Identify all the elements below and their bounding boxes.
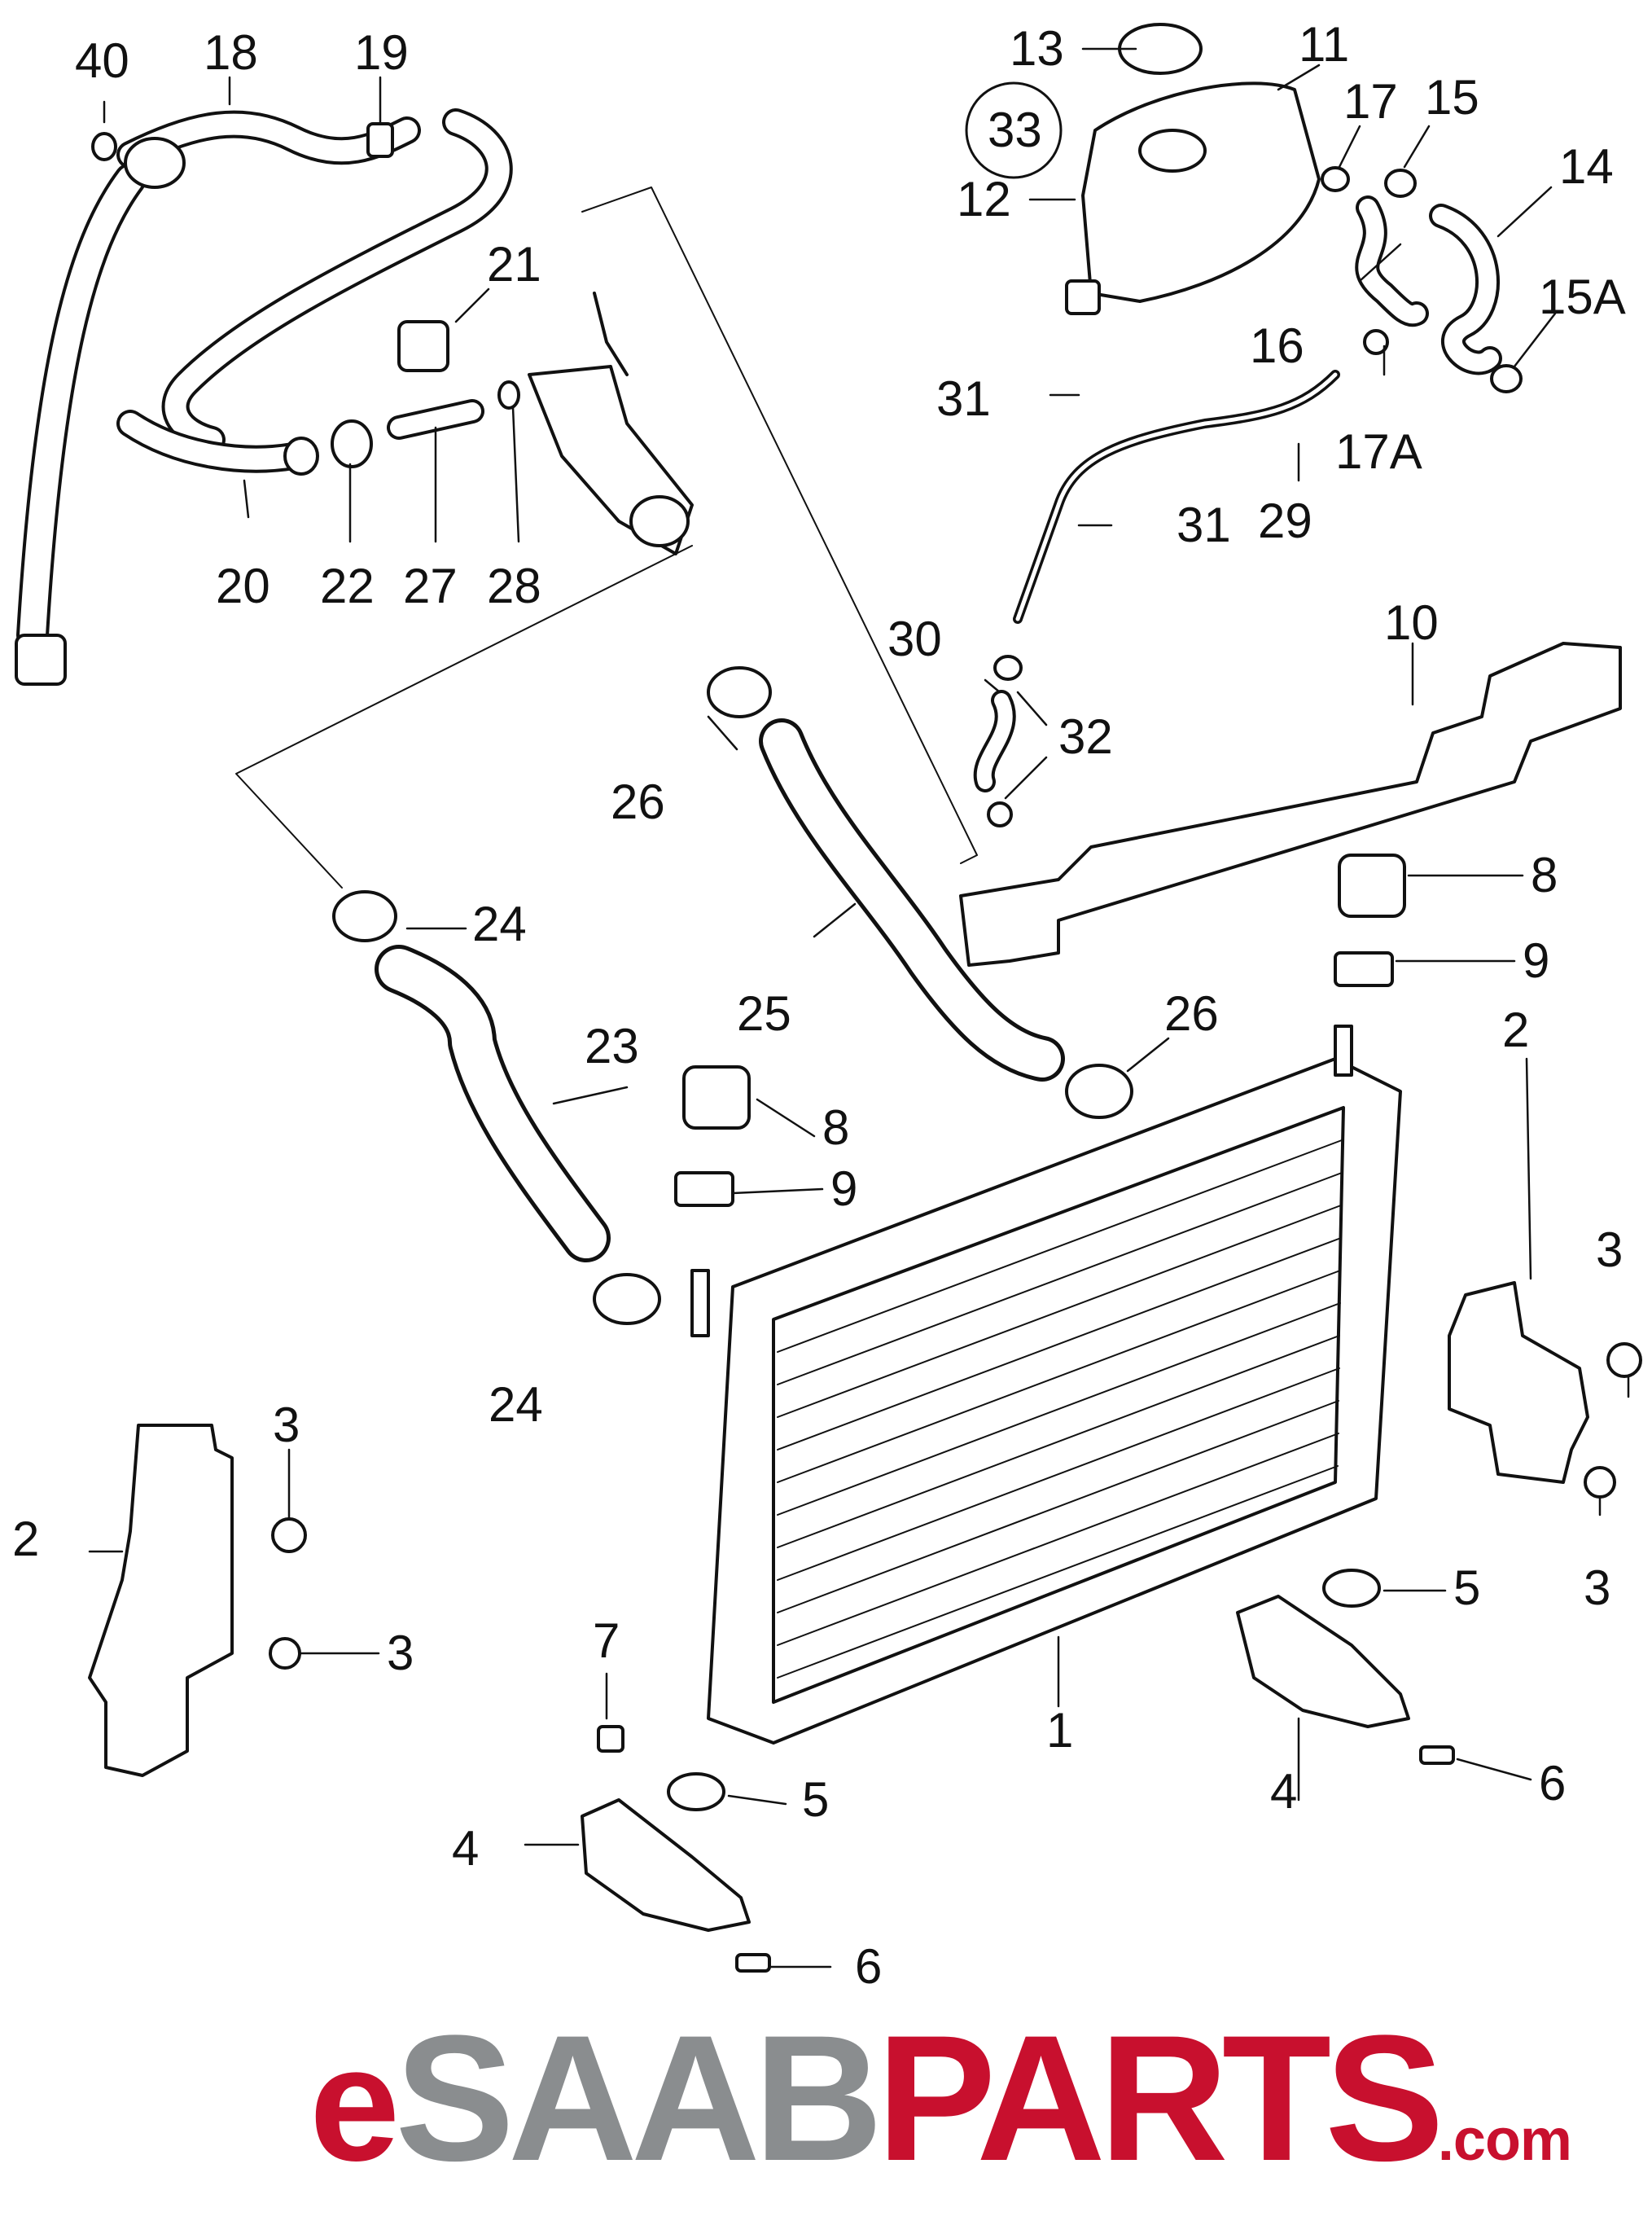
panel-2-right bbox=[1448, 1281, 1589, 1484]
callout-4-right: 4 bbox=[1270, 1764, 1298, 1819]
bracket-21 bbox=[397, 320, 449, 372]
callout-32: 32 bbox=[1058, 709, 1113, 764]
hose-18 bbox=[15, 108, 513, 686]
logo-com: .com bbox=[1437, 2108, 1572, 2173]
clamp-22 bbox=[331, 419, 373, 468]
leader-lines bbox=[88, 47, 1630, 1968]
callout-5-right: 5 bbox=[1453, 1560, 1481, 1615]
panel-2-left bbox=[88, 1424, 234, 1777]
fastener-3-c bbox=[1606, 1342, 1642, 1378]
logo-saab: SAAB bbox=[395, 1998, 883, 2198]
clamp-19 bbox=[366, 122, 394, 158]
expansion-tank bbox=[1065, 23, 1321, 315]
callout-8-left: 8 bbox=[822, 1100, 850, 1155]
fastener-3-d bbox=[1584, 1466, 1616, 1499]
o-ring-28 bbox=[497, 380, 520, 410]
clamp-24-top bbox=[332, 890, 397, 942]
mount-5-right bbox=[1322, 1569, 1381, 1608]
callout-40: 40 bbox=[75, 33, 129, 88]
group-outline bbox=[235, 187, 978, 889]
fastener-3-b bbox=[269, 1637, 301, 1670]
callout-27: 27 bbox=[403, 559, 458, 613]
callout-3-left-top: 3 bbox=[273, 1398, 300, 1452]
callout-24-bottom: 24 bbox=[489, 1377, 543, 1432]
callout-21: 21 bbox=[487, 237, 541, 292]
sensor-7 bbox=[597, 1725, 624, 1753]
clamp-26-bottom bbox=[1065, 1064, 1133, 1119]
callout-5-left: 5 bbox=[802, 1772, 830, 1827]
callout-14: 14 bbox=[1559, 139, 1614, 194]
callout-20: 20 bbox=[216, 559, 270, 613]
callout-16: 16 bbox=[1250, 318, 1304, 373]
bracket-9-left bbox=[674, 1171, 734, 1207]
hose-20 bbox=[116, 410, 319, 476]
callout-9-left: 9 bbox=[830, 1161, 858, 1216]
callout-3-right-top: 3 bbox=[1596, 1222, 1624, 1277]
mount-8-right bbox=[1338, 854, 1406, 918]
callout-2-left: 2 bbox=[12, 1512, 40, 1566]
callout-1: 1 bbox=[1046, 1703, 1074, 1758]
callout-23: 23 bbox=[585, 1019, 639, 1073]
mount-5-left bbox=[667, 1772, 725, 1811]
clamp-24-bottom bbox=[593, 1273, 661, 1325]
callout-33: 33 bbox=[988, 103, 1042, 157]
clamp-26-top bbox=[707, 666, 772, 718]
callout-31-top: 31 bbox=[936, 371, 991, 426]
callout-28: 28 bbox=[487, 559, 541, 613]
logo-parts: PARTS bbox=[876, 1998, 1444, 2198]
callout-7: 7 bbox=[593, 1613, 620, 1668]
bracket-9-right bbox=[1334, 951, 1394, 987]
callout-15: 15 bbox=[1425, 70, 1479, 125]
callout-8-right: 8 bbox=[1531, 848, 1558, 902]
callout-18: 18 bbox=[204, 25, 258, 80]
callout-22: 22 bbox=[320, 559, 375, 613]
bracket-4-right bbox=[1236, 1595, 1410, 1728]
bracket-4-left bbox=[581, 1798, 751, 1932]
logo-e: e bbox=[309, 2013, 400, 2195]
callout-6-right: 6 bbox=[1539, 1756, 1567, 1810]
fastener-3-a bbox=[271, 1517, 307, 1553]
callout-29: 29 bbox=[1258, 494, 1312, 548]
callout-9-right: 9 bbox=[1523, 933, 1550, 988]
callout-3-right-bottom: 3 bbox=[1584, 1560, 1611, 1615]
radiator-1 bbox=[690, 1025, 1402, 1745]
callout-17: 17 bbox=[1343, 74, 1398, 129]
callout-31-bottom: 31 bbox=[1177, 498, 1231, 552]
mount-8-left bbox=[682, 1065, 751, 1130]
bolt-6-left bbox=[735, 1953, 771, 1973]
thermostat-housing bbox=[528, 292, 694, 555]
esaabparts-logo: eSAABPARTS.com bbox=[309, 1995, 1572, 2198]
callout-24-top: 24 bbox=[472, 897, 527, 951]
callout-19: 19 bbox=[354, 25, 409, 80]
item-33-circle bbox=[965, 81, 1063, 179]
callout-2-right: 2 bbox=[1502, 1003, 1530, 1057]
callout-30: 30 bbox=[887, 612, 942, 666]
callout-25: 25 bbox=[737, 986, 791, 1041]
o-ring-40 bbox=[91, 132, 117, 161]
callout-26-top: 26 bbox=[611, 775, 665, 829]
callout-4-left: 4 bbox=[452, 1821, 480, 1876]
callout-26-bottom: 26 bbox=[1164, 986, 1219, 1041]
bolt-6-right bbox=[1419, 1745, 1455, 1765]
callout-17a: 17A bbox=[1335, 424, 1422, 479]
callout-15a: 15A bbox=[1539, 270, 1626, 324]
callout-12: 12 bbox=[957, 172, 1011, 226]
callout-13: 13 bbox=[1010, 21, 1064, 76]
shroud-10 bbox=[959, 642, 1622, 967]
callout-6-left: 6 bbox=[855, 1939, 883, 1994]
callout-10: 10 bbox=[1384, 595, 1439, 650]
callout-11: 11 bbox=[1299, 17, 1350, 72]
callout-3-left-bottom: 3 bbox=[387, 1626, 414, 1680]
